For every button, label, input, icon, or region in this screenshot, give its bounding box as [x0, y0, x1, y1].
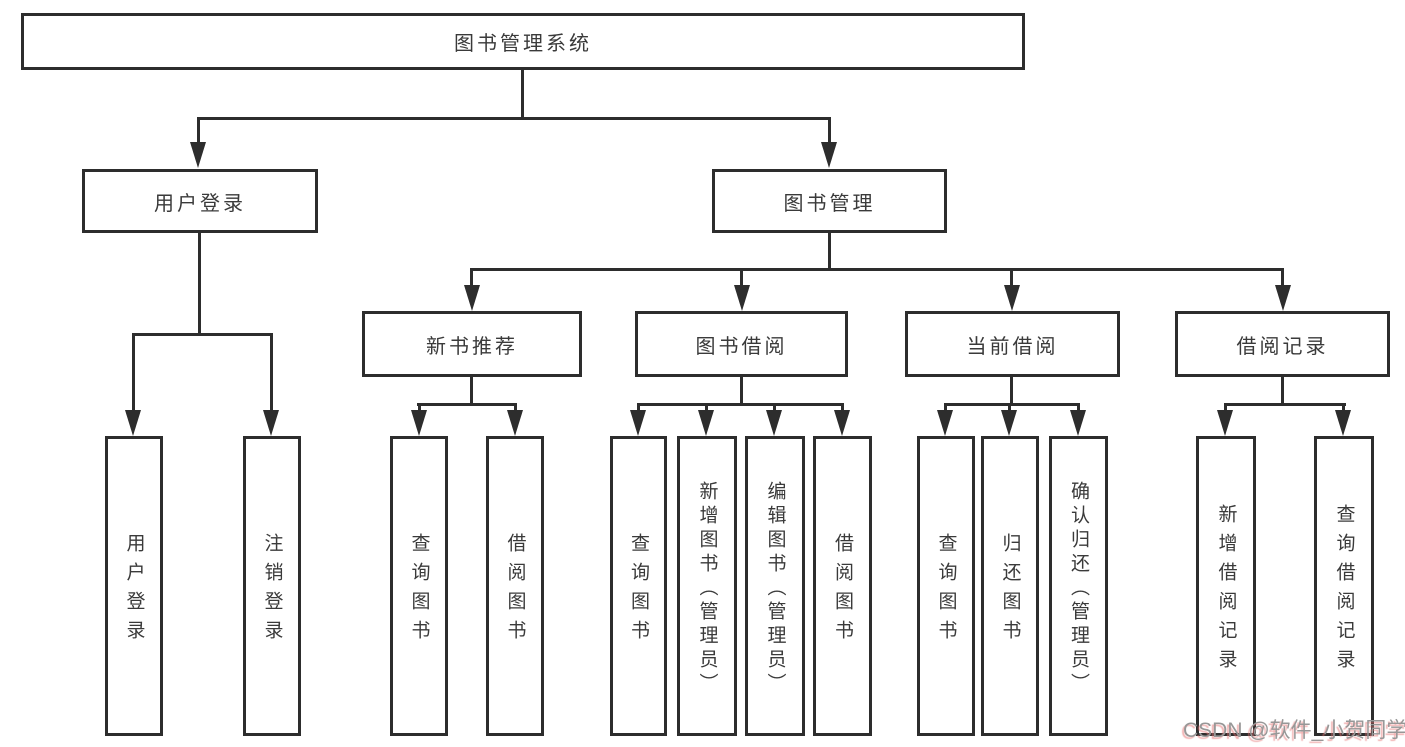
connector-line — [1342, 403, 1345, 412]
leaf-logout: 注销登录 — [243, 436, 301, 736]
connector-line — [841, 403, 844, 412]
connector-line — [1010, 268, 1013, 287]
connector-line — [1281, 268, 1284, 287]
node-book-borrow: 图书借阅 — [635, 311, 848, 377]
arrow-down-icon — [464, 285, 480, 311]
node-label: 查询图书 — [628, 533, 649, 649]
leaf-current-return-book: 归还图书 — [981, 436, 1039, 736]
arrow-down-icon — [1070, 410, 1086, 436]
arrow-down-icon — [937, 410, 953, 436]
node-borrow-record: 借阅记录 — [1175, 311, 1390, 377]
connector-line — [637, 403, 640, 412]
connector-line — [740, 377, 743, 406]
arrow-down-icon — [630, 410, 646, 436]
node-label: 借阅记录 — [1236, 335, 1329, 358]
leaf-user-login: 用户登录 — [105, 436, 163, 736]
node-library-management-system: 图书管理系统 — [21, 13, 1025, 70]
connector-line — [637, 403, 844, 406]
arrow-down-icon — [698, 410, 714, 436]
node-label: 图书管理系统 — [454, 33, 592, 55]
arrow-down-icon — [190, 142, 206, 168]
leaf-recommend-borrow-book: 借阅图书 — [486, 436, 544, 736]
leaf-borrow-borrow-book: 借阅图书 — [813, 436, 872, 736]
node-label: 查询图书 — [935, 533, 957, 649]
arrow-down-icon — [263, 410, 279, 436]
connector-line — [773, 403, 776, 412]
connector-line — [740, 268, 743, 287]
connector-line — [944, 403, 1080, 406]
connector-line — [197, 117, 831, 120]
connector-line — [270, 333, 273, 410]
node-label: 编辑图书（管理员） — [764, 480, 786, 697]
node-label: 查询图书 — [408, 533, 430, 649]
node-label: 借阅图书 — [504, 533, 526, 649]
node-label: 当前借阅 — [966, 335, 1059, 358]
arrow-down-icon — [411, 410, 427, 436]
leaf-record-query-record: 查询借阅记录 — [1314, 436, 1374, 736]
node-label: 新增借阅记录 — [1215, 504, 1237, 678]
connector-line — [470, 268, 1284, 271]
connector-line — [197, 117, 200, 144]
arrow-down-icon — [834, 410, 850, 436]
arrow-down-icon — [1004, 285, 1020, 311]
arrow-down-icon — [1275, 285, 1291, 311]
leaf-borrow-add-book-admin: 新增图书（管理员） — [677, 436, 737, 736]
node-current-borrow: 当前借阅 — [905, 311, 1120, 377]
connector-line — [1281, 377, 1284, 406]
connector-line — [1010, 377, 1013, 406]
arrow-down-icon — [766, 410, 782, 436]
arrow-down-icon — [1001, 410, 1017, 436]
node-user-login: 用户登录 — [82, 169, 318, 233]
node-book-management: 图书管理 — [712, 169, 947, 233]
connector-line — [132, 333, 273, 336]
node-label: 借阅图书 — [832, 533, 853, 649]
node-new-book-recommend: 新书推荐 — [362, 311, 582, 377]
connector-line — [418, 403, 421, 412]
connector-line — [944, 403, 947, 412]
node-label: 用户登录 — [123, 533, 145, 649]
arrow-down-icon — [125, 410, 141, 436]
leaf-borrow-query-book: 查询图书 — [610, 436, 667, 736]
node-label: 归还图书 — [999, 533, 1021, 649]
leaf-record-add-record: 新增借阅记录 — [1196, 436, 1256, 736]
arrow-down-icon — [1335, 410, 1351, 436]
leaf-borrow-edit-book-admin: 编辑图书（管理员） — [745, 436, 805, 736]
connector-line — [1008, 403, 1011, 412]
arrow-down-icon — [507, 410, 523, 436]
connector-line — [132, 333, 135, 410]
connector-line — [828, 117, 831, 144]
node-label: 用户登录 — [154, 192, 246, 215]
connector-line — [514, 403, 517, 412]
connector-line — [828, 233, 831, 271]
leaf-recommend-query-book: 查询图书 — [390, 436, 448, 736]
connector-line — [470, 377, 473, 406]
node-label: 注销登录 — [261, 533, 283, 649]
csdn-watermark: CSDN @软件_小贺同学 — [1183, 719, 1405, 742]
arrow-down-icon — [821, 142, 837, 168]
node-label: 查询借阅记录 — [1333, 504, 1355, 678]
connector-line — [417, 403, 517, 406]
leaf-current-confirm-return-admin: 确认归还（管理员） — [1049, 436, 1108, 736]
connector-line — [470, 268, 473, 287]
node-label: 新书推荐 — [426, 335, 518, 358]
node-label: 确认归还（管理员） — [1068, 480, 1089, 697]
connector-line — [521, 70, 524, 120]
node-label: 图书管理 — [783, 192, 876, 215]
arrow-down-icon — [734, 285, 750, 311]
connector-line — [198, 233, 201, 336]
node-label: 图书借阅 — [695, 335, 788, 358]
connector-line — [1224, 403, 1346, 406]
arrow-down-icon — [1217, 410, 1233, 436]
connector-line — [705, 403, 708, 412]
leaf-current-query-book: 查询图书 — [917, 436, 975, 736]
connector-line — [1224, 403, 1227, 412]
node-label: 新增图书（管理员） — [696, 480, 718, 697]
connector-line — [1077, 403, 1080, 412]
